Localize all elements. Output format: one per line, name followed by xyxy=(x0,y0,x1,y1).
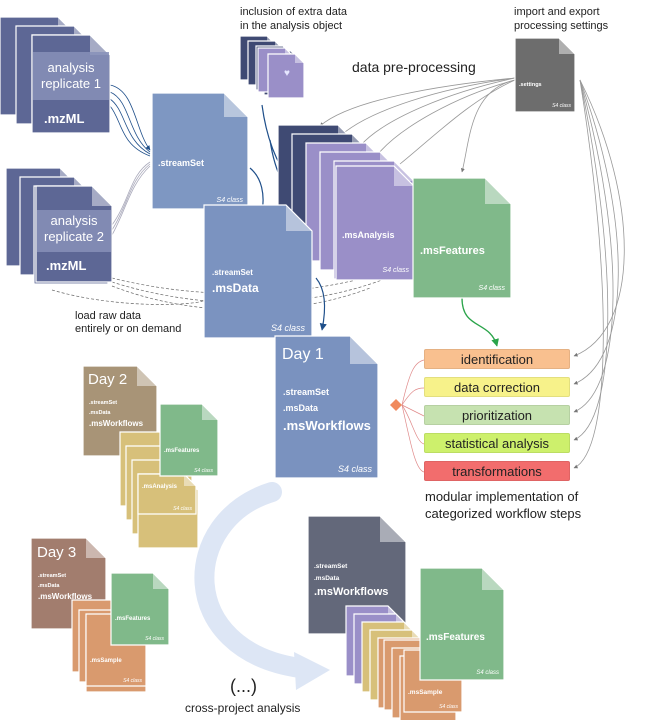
step-connectors xyxy=(401,359,425,473)
modular-line2: categorized workflow steps xyxy=(425,506,582,521)
step-prioritization[interactable]: prioritization xyxy=(424,405,570,425)
extra-data-purple-2 xyxy=(267,53,305,99)
extra-data-line2: in the analysis object xyxy=(240,20,343,32)
day2-line1: .streamSet xyxy=(89,400,117,406)
features-to-steps-arrow xyxy=(461,297,499,347)
day3-title: Day 3 xyxy=(37,544,76,561)
day3-line1: .streamSet xyxy=(38,573,66,579)
mzml-rep1-label1: analysis xyxy=(48,60,95,75)
settings-file: .settings S4 class xyxy=(514,37,576,113)
day3-features-label: .msFeatures xyxy=(115,616,151,622)
msdata-subtitle: S4 class xyxy=(271,323,306,333)
replicate-arrows xyxy=(109,84,151,236)
day1-line2: .msData xyxy=(283,403,319,413)
mzml-rep1-label2: replicate 1 xyxy=(41,76,101,91)
load-raw-line1: load raw data xyxy=(75,310,142,322)
msfeatures-file: .msFeatures S4 class xyxy=(412,177,512,299)
final-features-subtitle: S4 class xyxy=(476,670,499,676)
streamset-file: .streamSet S4 class xyxy=(151,92,249,210)
day3-line3: .msWorkflows xyxy=(38,592,93,601)
load-raw-line2: entirely or on demand xyxy=(75,323,182,335)
streamset-subtitle: S4 class xyxy=(217,197,244,204)
msdata-line2: .msData xyxy=(212,281,259,295)
mzml-rep2-label2: replicate 2 xyxy=(44,229,104,244)
extra-data-line1: inclusion of extra data xyxy=(240,6,348,18)
day2-analysis-label: .msAnalysis xyxy=(142,484,178,490)
step-data-correction[interactable]: data correction xyxy=(424,377,570,397)
day2-analysis-front: .msAnalysis S4 class xyxy=(137,473,197,515)
msfeatures-label: .msFeatures xyxy=(420,245,485,257)
day3-sample-subtitle: S4 class xyxy=(123,678,142,684)
day2-title: Day 2 xyxy=(88,371,127,388)
final-features-file: .msFeatures S4 class xyxy=(419,567,505,681)
mzml-rep2-header xyxy=(37,210,111,252)
preprocessing-annotation: data pre-processing xyxy=(352,59,476,75)
modular-line1: modular implementation of xyxy=(425,489,579,504)
day1-title: Day 1 xyxy=(282,346,324,363)
import-export-line1: import and export xyxy=(514,6,600,18)
msfeatures-subtitle: S4 class xyxy=(479,285,506,292)
final-line1: .streamSet xyxy=(314,563,348,570)
extra-data-tag-icon: ♥ xyxy=(284,68,290,79)
final-features-label: .msFeatures xyxy=(426,632,485,643)
day1-subtitle: S4 class xyxy=(338,464,373,474)
step-transformations[interactable]: transformations xyxy=(424,461,570,481)
msanalysis-subtitle: S4 class xyxy=(383,267,410,274)
final-sample-label: .msSample xyxy=(408,689,443,696)
day3-features-subtitle: S4 class xyxy=(145,636,164,642)
settings-label: .settings xyxy=(519,82,542,88)
msdata-line1: .streamSet xyxy=(212,268,253,277)
day2-line3: .msWorkflows xyxy=(89,419,144,428)
cross-project-arrow xyxy=(194,482,330,690)
streamset-label: .streamSet xyxy=(158,158,204,168)
msdata-file: .streamSet .msData S4 class xyxy=(203,204,313,339)
day1-line3: .msWorkflows xyxy=(283,418,371,433)
day1-line1: .streamSet xyxy=(283,387,329,397)
final-sample-subtitle: S4 class xyxy=(439,704,458,710)
step-statistical-analysis[interactable]: statistical analysis xyxy=(424,433,570,453)
settings-subtitle: S4 class xyxy=(552,103,571,109)
cross-project-annotation: cross-project analysis xyxy=(185,701,301,715)
day2-features-label: .msFeatures xyxy=(164,448,200,454)
msanalysis-label: .msAnalysis xyxy=(342,230,395,240)
mzml-rep2-label1: analysis xyxy=(51,213,98,228)
day1-file: Day 1 .streamSet .msData .msWorkflows S4 cla… xyxy=(274,335,379,479)
final-line2: .msData xyxy=(314,575,340,582)
step-identification[interactable]: identification xyxy=(424,349,570,369)
day3-line2: .msData xyxy=(38,583,60,589)
modular-annotation: modular implementation of categorized wo… xyxy=(425,488,581,522)
day2-line2: .msData xyxy=(89,410,111,416)
day2-analysis-subtitle: S4 class xyxy=(173,506,192,512)
day2-features-subtitle: S4 class xyxy=(194,468,213,474)
mzml-rep1-ext: .mzML xyxy=(44,111,85,126)
import-export-annotation: import and export processing settings xyxy=(514,5,608,33)
msanalysis-file: .msAnalysis S4 class xyxy=(335,165,415,281)
mzml-rep1-header xyxy=(33,52,109,100)
day3-sample-label: .msSample xyxy=(90,658,122,664)
extra-data-annotation: inclusion of extra data in the analysis … xyxy=(240,5,347,33)
import-export-line2: processing settings xyxy=(514,20,609,32)
final-line3: .msWorkflows xyxy=(314,586,388,598)
load-raw-annotation: load raw data entirely or on demand xyxy=(75,310,181,336)
final-workflow-file: .streamSet .msData .msWorkflows xyxy=(307,515,407,635)
step-indicator-icon xyxy=(390,399,402,411)
day3-features-file: .msFeatures S4 class xyxy=(110,572,170,646)
day2-features-file: .msFeatures S4 class xyxy=(159,403,219,477)
ellipsis-annotation: (...) xyxy=(230,676,257,696)
settings-connectors xyxy=(319,77,625,469)
mzml-rep2-ext: .mzML xyxy=(46,258,87,273)
